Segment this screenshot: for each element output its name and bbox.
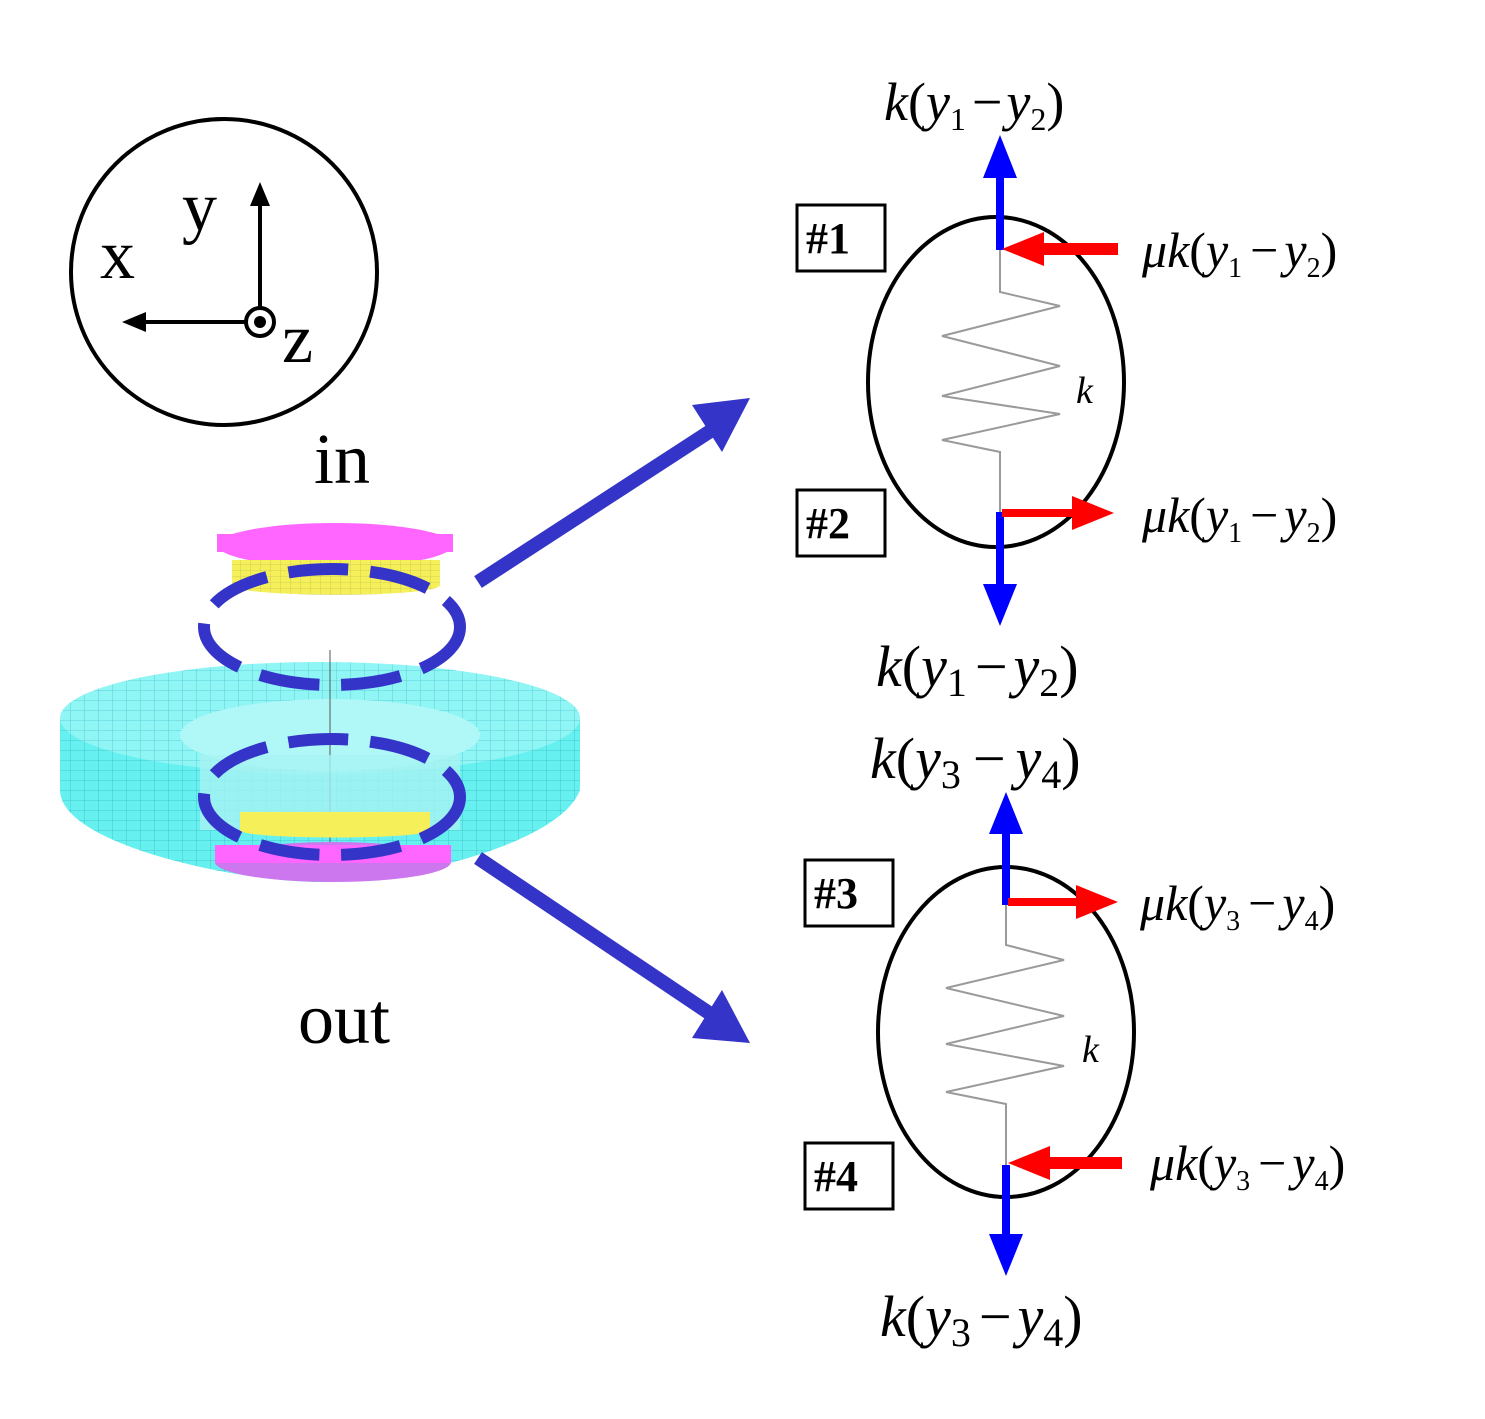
force-label-friction-3: μk(y3−y4) (1139, 875, 1335, 937)
spring-out (945, 905, 1065, 1165)
spring-label-out: k (1082, 1029, 1100, 1071)
node-label-2: #2 (806, 499, 850, 548)
force-label-top-out: k(y3−y4) (870, 726, 1081, 797)
force-label-friction-1: μk(y1−y2) (1141, 222, 1337, 284)
connector-arrow-in (474, 398, 750, 588)
force-label-top-in: k(y1−y2) (884, 72, 1064, 137)
node-box-3 (803, 858, 895, 928)
coordinate-axes-icon: y x z (69, 117, 379, 427)
dashed-ring-out (198, 733, 466, 861)
label-out: out (298, 979, 390, 1059)
element-in: k #1 #2 (795, 135, 1126, 626)
force-label-bottom-in: k(y1−y2) (876, 634, 1079, 705)
mesh-model (60, 523, 580, 882)
force-label-bottom-out: k(y3−y4) (880, 1284, 1083, 1355)
spring-in (941, 250, 1061, 512)
node-label-4: #4 (814, 1152, 858, 1201)
axis-label-y: y (182, 169, 217, 246)
connector-arrow-out (474, 852, 750, 1043)
node-label-1: #1 (806, 214, 850, 263)
force-label-friction-2: μk(y1−y2) (1141, 487, 1337, 549)
node-label-3: #3 (814, 869, 858, 918)
node-box-2 (795, 488, 887, 558)
spring-label-in: k (1076, 370, 1094, 412)
label-in: in (314, 419, 370, 499)
element-out: k #3 #4 (803, 792, 1136, 1276)
dashed-ring-in (198, 563, 466, 691)
force-label-friction-4: μk(y3−y4) (1149, 1135, 1345, 1197)
axis-label-z: z (282, 301, 313, 378)
node-box-4 (803, 1141, 895, 1211)
node-box-1 (795, 203, 887, 273)
axis-label-x: x (100, 217, 135, 294)
